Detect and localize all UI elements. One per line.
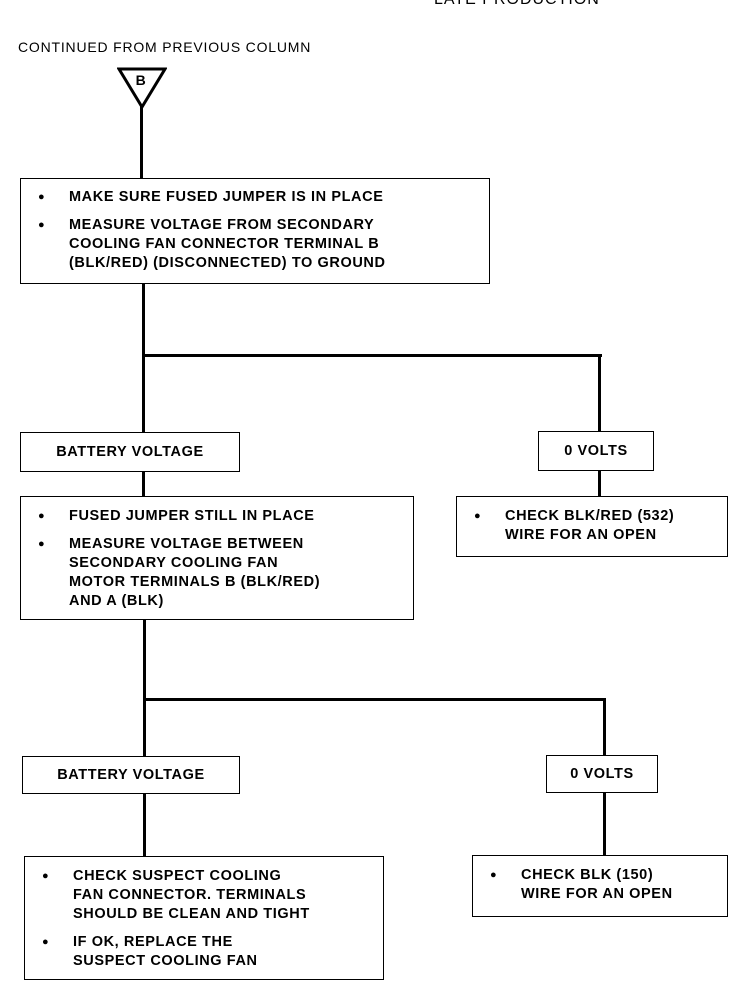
line-trunk-2: [142, 283, 145, 433]
branch1-action-box: CHECK BLK/RED (532) WIRE FOR AN OPEN: [456, 496, 728, 557]
branch2-action-box: CHECK BLK (150) WIRE FOR AN OPEN: [472, 855, 728, 917]
step1-list: MAKE SURE FUSED JUMPER IS IN PLACE MEASU…: [21, 188, 489, 273]
step2-item-1: FUSED JUMPER STILL IN PLACE: [21, 507, 413, 526]
step3-item-2: IF OK, REPLACE THE SUSPECT COOLING FAN: [25, 933, 383, 971]
line-0v1-to-action: [598, 470, 601, 497]
step3-item-1: CHECK SUSPECT COOLING FAN CONNECTOR. TER…: [25, 867, 383, 924]
connector-letter: B: [135, 72, 147, 88]
line-bv2-to-step3: [143, 793, 146, 857]
connector-triangle: [117, 67, 167, 109]
branch2-zero-volts-box: 0 VOLTS: [546, 755, 658, 793]
step3-list: CHECK SUSPECT COOLING FAN CONNECTOR. TER…: [25, 867, 383, 971]
line-branch-2-right: [603, 698, 606, 756]
step3-box: CHECK SUSPECT COOLING FAN CONNECTOR. TER…: [24, 856, 384, 980]
step2-list: FUSED JUMPER STILL IN PLACE MEASURE VOLT…: [21, 507, 413, 611]
line-branch-1-right: [598, 354, 601, 432]
continued-label: CONTINUED FROM PREVIOUS COLUMN: [18, 39, 312, 55]
step2-box: FUSED JUMPER STILL IN PLACE MEASURE VOLT…: [20, 496, 414, 620]
line-branch-1: [142, 354, 602, 357]
branch1-battery-voltage-box: BATTERY VOLTAGE: [20, 432, 240, 472]
line-0v2-to-action: [603, 792, 606, 856]
top-label: LATE PRODUCTION: [434, 0, 600, 9]
line-trunk-3: [143, 618, 146, 758]
line-branch-2: [143, 698, 606, 701]
line-bv1-to-step2: [142, 471, 145, 497]
step1-box: MAKE SURE FUSED JUMPER IS IN PLACE MEASU…: [20, 178, 490, 284]
step1-item-2: MEASURE VOLTAGE FROM SECONDARY COOLING F…: [21, 216, 489, 273]
branch1-action-list: CHECK BLK/RED (532) WIRE FOR AN OPEN: [457, 507, 727, 545]
branch1-zero-volts-box: 0 VOLTS: [538, 431, 654, 471]
step1-item-1: MAKE SURE FUSED JUMPER IS IN PLACE: [21, 188, 489, 207]
branch2-zero-volts-label: 0 VOLTS: [570, 765, 634, 782]
branch1-zero-volts-label: 0 VOLTS: [564, 442, 628, 459]
branch2-battery-voltage-box: BATTERY VOLTAGE: [22, 756, 240, 794]
branch2-action-item: CHECK BLK (150) WIRE FOR AN OPEN: [473, 866, 727, 904]
branch2-action-list: CHECK BLK (150) WIRE FOR AN OPEN: [473, 866, 727, 904]
branch1-battery-voltage-label: BATTERY VOLTAGE: [56, 443, 204, 460]
step2-item-2: MEASURE VOLTAGE BETWEEN SECONDARY COOLIN…: [21, 535, 413, 611]
branch1-action-item: CHECK BLK/RED (532) WIRE FOR AN OPEN: [457, 507, 727, 545]
branch2-battery-voltage-label: BATTERY VOLTAGE: [57, 766, 205, 783]
line-trunk-1: [140, 106, 143, 179]
